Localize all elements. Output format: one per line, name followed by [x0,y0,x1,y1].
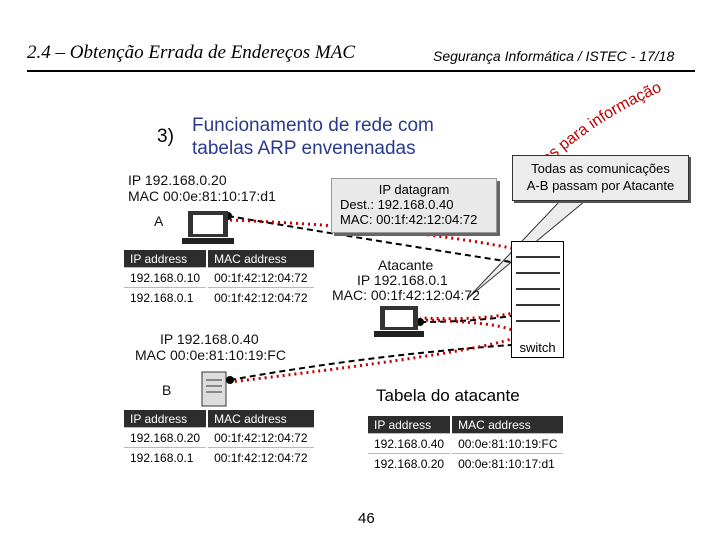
attacker-mac: MAC: 00:1f:42:12:04:72 [332,287,480,303]
slide-header-title: 2.4 – Obtenção Errada de Endereços MAC [27,42,356,63]
table-cell: 192.168.0.40 [368,433,452,454]
attacker-table-title: Tabela do atacante [376,386,520,405]
link-attacker-switch [419,315,512,323]
step-number: 3) [157,126,174,147]
host-a-ip: IP 192.168.0.20 [128,172,227,188]
callout-line1: Todas as comunicações [531,161,670,176]
page-number: 46 [358,510,375,527]
step-heading-line2: tabelas ARP envenenadas [192,138,416,159]
table-header: MAC address [206,250,314,268]
link-a-switch [227,215,512,263]
header-divider [27,70,695,72]
table-cell: 192.168.0.20 [368,453,452,473]
step-heading: Funcionamento de rede com tabelas ARP en… [192,114,434,160]
link-b-switch [229,344,512,381]
table-cell: 00:1f:42:12:04:72 [206,447,314,467]
datagram-mac: MAC: 00:1f:42:12:04:72 [340,212,478,227]
attacker-ip: IP 192.168.0.1 [357,272,448,288]
datagram-dest: Dest.: 192.168.0.40 [340,197,454,212]
callout-box: Todas as comunicações A-B passam por Ata… [512,155,689,201]
table-cell: 00:1f:42:12:04:72 [206,267,314,288]
attacker-title: Atacante [378,257,434,273]
server-b-icon [201,371,227,407]
table-header: IP address [124,250,208,268]
table-cell: 00:0e:81:10:17:d1 [450,453,564,473]
step-heading-line1: Funcionamento de rede com [192,115,434,136]
ip-datagram-box: IP datagram Dest.: 192.168.0.40 MAC: 00:… [331,178,497,233]
table-cell: 00:1f:42:12:04:72 [206,427,314,448]
table-header: MAC address [206,410,314,428]
host-b-ip: IP 192.168.0.40 [160,331,259,347]
table-header: IP address [124,410,208,428]
slide-header-course: Segurança Informática / ISTEC - 17/18 [433,48,675,64]
host-a-label: A [154,213,164,229]
port-dot-b [226,376,234,384]
table-cell: 192.168.0.1 [124,287,208,307]
switch-label: switch [519,340,556,355]
datagram-title: IP datagram [378,182,450,197]
table-cell: 192.168.0.10 [124,267,208,288]
host-a-mac: MAC 00:0e:81:10:17:d1 [128,188,276,204]
table-cell: 192.168.0.20 [124,427,208,448]
host-b-mac: MAC 00:0e:81:10:19:FC [135,347,286,363]
table-cell: 00:1f:42:12:04:72 [206,287,314,307]
switch-device: switch [511,241,564,358]
traffic-path-b [229,318,523,384]
host-b-label: B [162,382,172,398]
callout-line2: A-B passam por Atacante [526,178,675,193]
pc-a-icon [182,211,234,244]
table-header: IP address [368,416,452,434]
table-cell: 00:0e:81:10:19:FC [450,433,564,454]
pc-attacker-icon [374,306,424,337]
table-cell: 192.168.0.1 [124,447,208,467]
table-header: MAC address [450,416,564,434]
